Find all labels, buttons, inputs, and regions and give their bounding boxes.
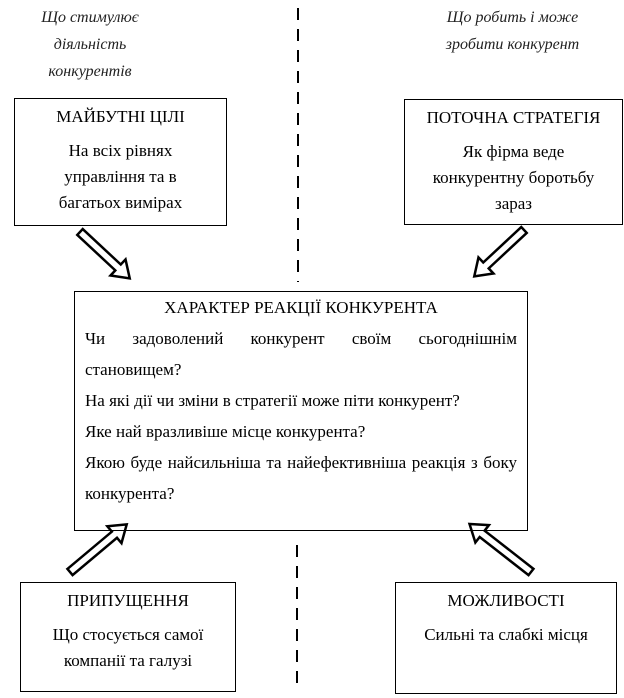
box-line: конкурентну боротьбу [432, 168, 595, 187]
question: Яке най вразливіше місце конкурента? [85, 422, 366, 441]
caption-line: діяльність [53, 36, 127, 53]
arrow-future-goals [75, 227, 132, 280]
box-line: зараз [494, 194, 533, 213]
box-title: МОЖЛИВОСТІ [447, 591, 565, 610]
box-title: МАЙБУТНІ ЦІЛІ [56, 107, 185, 126]
caption-right: Що робить і може зробити конкурент [420, 4, 605, 58]
box-title: ПОТОЧНА СТРАТЕГІЯ [426, 108, 601, 127]
box-title: ПРИПУЩЕННЯ [67, 591, 189, 610]
arrow-current-strategy [472, 225, 529, 278]
question: Якою буде найсильніша та найефективніша … [85, 453, 517, 503]
box-future-goals: МАЙБУТНІ ЦІЛІ На всіх рівнях управління … [14, 98, 227, 226]
box-reaction: ХАРАКТЕР РЕАКЦІЇ КОНКУРЕНТА Чи задоволен… [74, 291, 528, 531]
caption-left: Що стимулює діяльність конкурентів [10, 4, 170, 85]
caption-line: конкурентів [48, 63, 132, 80]
box-title: ХАРАКТЕР РЕАКЦІЇ КОНКУРЕНТА [164, 298, 438, 317]
caption-line: зробити конкурент [445, 36, 580, 53]
caption-line: Що робить і може [446, 9, 579, 26]
caption-line: Що стимулює [41, 9, 139, 26]
box-line: На всіх рівнях [68, 141, 173, 160]
question: Чи задоволений конкурент своїм сьогодніш… [85, 329, 517, 379]
box-capabilities: МОЖЛИВОСТІ Сильні та слабкі місця [395, 582, 617, 694]
box-line: компанії та галузі [63, 651, 193, 670]
box-line: багатьох вимірах [58, 193, 183, 212]
box-line: Що стосується самої [52, 625, 204, 644]
box-assumptions: ПРИПУЩЕННЯ Що стосується самої компанії … [20, 582, 236, 692]
box-line: Як фірма веде [462, 142, 565, 161]
box-line: Сильні та слабкі місця [424, 625, 588, 644]
box-current-strategy: ПОТОЧНА СТРАТЕГІЯ Як фірма веде конкурен… [404, 99, 623, 225]
arrow-capabilities [467, 522, 536, 577]
box-line: управління та в [64, 167, 177, 186]
question: На які дії чи зміни в стратегії може піт… [85, 391, 460, 410]
